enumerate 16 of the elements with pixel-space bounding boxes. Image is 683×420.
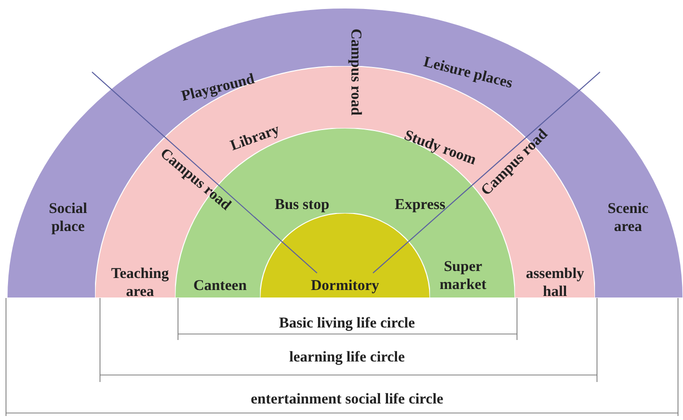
circle-caption: learning life circle — [289, 350, 405, 366]
place-label: Scenic area — [606, 200, 650, 236]
place-label: Dormitory — [310, 277, 380, 295]
place-label: Study room — [402, 126, 478, 170]
place-label: Library — [228, 120, 282, 156]
circle-caption: Basic living life circle — [279, 316, 415, 332]
place-label: Super market — [438, 258, 488, 294]
circle-caption: entertainment social life circle — [250, 392, 444, 408]
place-label: Express — [394, 196, 446, 214]
place-label: Teaching area — [110, 265, 170, 301]
place-label: assembly hall — [524, 265, 586, 301]
place-label: Leisure places — [422, 53, 514, 93]
place-label: Bus stop — [274, 196, 330, 214]
place-label: Social place — [48, 200, 88, 236]
place-label: Canteen — [193, 277, 247, 295]
road-label: Campus road — [346, 28, 364, 116]
